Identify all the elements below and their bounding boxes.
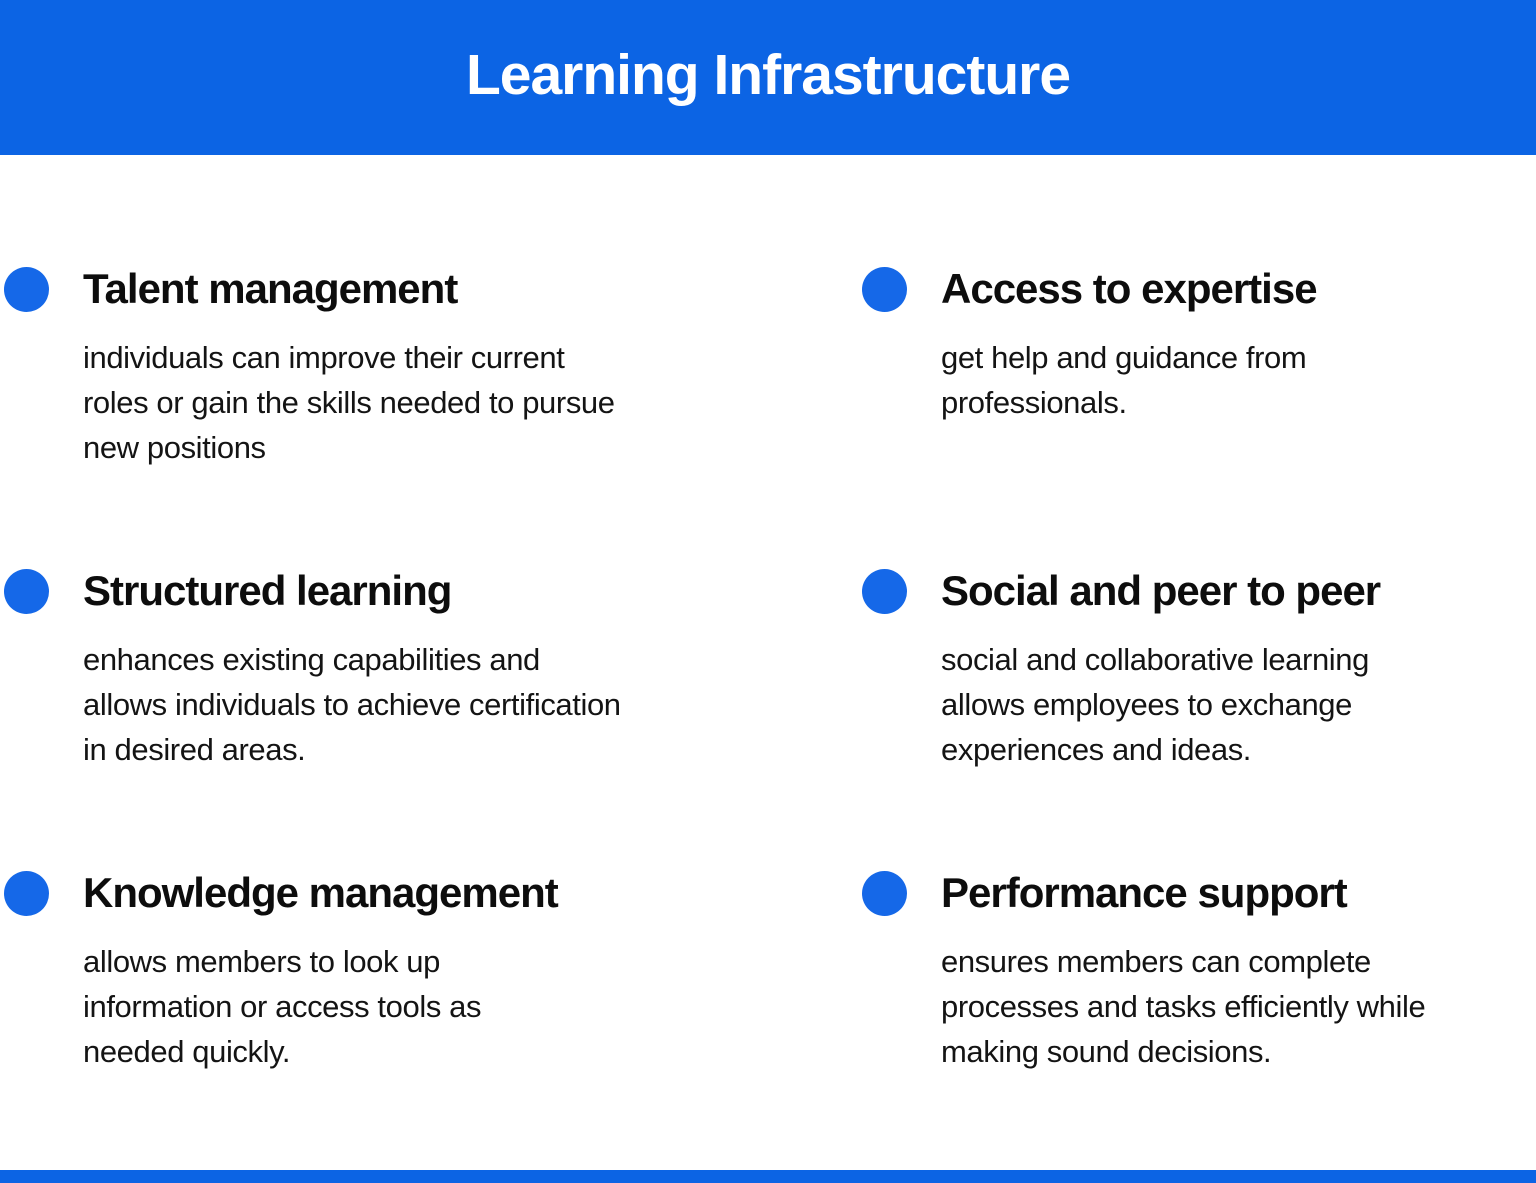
item-title: Talent management	[83, 265, 458, 312]
item-text-block: Structured learning enhances existing ca…	[83, 567, 621, 772]
bullet-circle-icon	[4, 871, 49, 916]
page-title: Learning Infrastructure	[465, 42, 1071, 107]
content-grid: Talent management individuals can improv…	[0, 155, 1536, 1171]
item-title: Access to expertise	[941, 265, 1318, 312]
item-talent-management: Talent management individuals can improv…	[4, 265, 862, 567]
item-title: Social and peer to peer	[941, 567, 1381, 614]
item-description: individuals can improve their current ro…	[83, 340, 615, 465]
footer-accent-bar	[0, 1170, 1536, 1183]
bullet-circle-icon	[4, 569, 49, 614]
item-text-block: Talent management individuals can improv…	[83, 265, 615, 470]
page-header: Learning Infrastructure	[0, 0, 1536, 155]
item-structured-learning: Structured learning enhances existing ca…	[4, 567, 862, 869]
item-title: Performance support	[941, 869, 1348, 916]
item-description: ensures members can complete processes a…	[941, 944, 1426, 1069]
item-title: Knowledge management	[83, 869, 559, 916]
item-description: social and collaborative learning allows…	[941, 642, 1369, 767]
item-title: Structured learning	[83, 567, 452, 614]
item-access-to-expertise: Access to expertise get help and guidanc…	[862, 265, 1536, 567]
item-social-and-peer-to-peer: Social and peer to peer social and colla…	[862, 567, 1536, 869]
item-description: enhances existing capabilities and allow…	[83, 642, 621, 767]
item-text-block: Access to expertise get help and guidanc…	[941, 265, 1318, 425]
item-knowledge-management: Knowledge management allows members to l…	[4, 869, 862, 1171]
item-description: allows members to look up information or…	[83, 944, 482, 1069]
bullet-circle-icon	[862, 267, 907, 312]
item-text-block: Social and peer to peer social and colla…	[941, 567, 1381, 772]
item-performance-support: Performance support ensures members can …	[862, 869, 1536, 1171]
bullet-circle-icon	[862, 569, 907, 614]
item-description: get help and guidance from professionals…	[941, 340, 1307, 420]
bullet-circle-icon	[862, 871, 907, 916]
bullet-circle-icon	[4, 267, 49, 312]
item-text-block: Performance support ensures members can …	[941, 869, 1426, 1074]
item-text-block: Knowledge management allows members to l…	[83, 869, 559, 1074]
